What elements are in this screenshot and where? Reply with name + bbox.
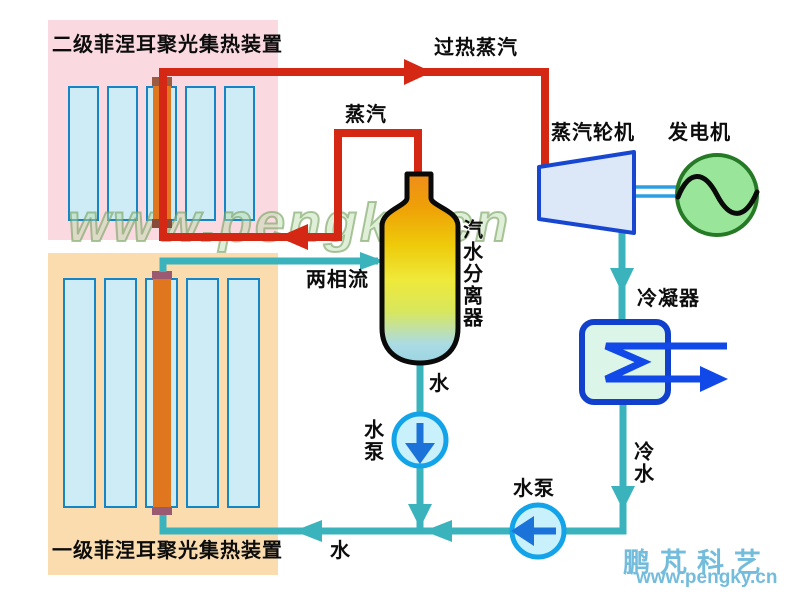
collector-panel — [227, 278, 260, 508]
primary-collector-box — [48, 253, 278, 575]
condenser-coil-icon — [604, 342, 727, 383]
watermark-text: www.pengky.cn — [67, 192, 512, 254]
collector-panel — [68, 86, 99, 221]
pump-lower-symbol — [509, 502, 567, 560]
superheated-steam-label: 过热蒸汽 — [434, 37, 518, 59]
two-phase-flow-label: 两相流 — [306, 269, 369, 291]
primary-collector-label: 一级菲涅耳聚光集热装置 — [52, 540, 283, 562]
junction-down-arrow-icon — [408, 504, 432, 528]
generator-label: 发电机 — [668, 122, 731, 144]
two-phase-arrow-icon — [360, 252, 384, 270]
water-return-label: 水 — [330, 540, 351, 562]
exhaust-arrow-icon — [610, 268, 634, 293]
sine-wave-icon — [675, 174, 760, 216]
turbine-shaft — [636, 185, 678, 198]
cold-water-arrow-icon — [611, 486, 635, 510]
pump-upper-symbol — [391, 411, 449, 469]
generator-symbol — [675, 153, 759, 237]
secondary-collector-label: 二级菲涅耳聚光集热装置 — [52, 34, 283, 56]
superheated-steam-arrow-icon — [404, 59, 432, 85]
pump-lower-label: 水泵 — [513, 478, 555, 500]
pump-upper-label: 水泵 — [360, 419, 383, 463]
collector-panel — [104, 278, 137, 508]
cooling-water-arrow-icon — [700, 366, 728, 392]
logo-site-text: www.pengky.cn — [636, 567, 778, 588]
junction-left-arrow-icon — [424, 520, 452, 542]
collector-panel — [63, 278, 96, 508]
pump-down-arrow-icon — [405, 443, 435, 464]
separator-label: 汽水分离器 — [459, 219, 482, 329]
return-left-arrow-icon — [294, 520, 322, 542]
logo-brand-text: 鹏芃科艺 — [623, 548, 771, 578]
collector-panel — [107, 86, 138, 221]
cold-water-label: 冷水 — [630, 441, 653, 485]
condenser-box — [579, 319, 671, 405]
collector-panel — [145, 278, 178, 508]
water-label-separator: 水 — [429, 373, 450, 395]
steam-turbine-label: 蒸汽轮机 — [551, 122, 635, 144]
steam-turbine — [537, 150, 636, 235]
steam-label: 蒸汽 — [345, 104, 387, 126]
collector-panel — [186, 278, 219, 508]
condenser-label: 冷凝器 — [637, 288, 700, 310]
pump-left-arrow-icon — [511, 516, 534, 546]
